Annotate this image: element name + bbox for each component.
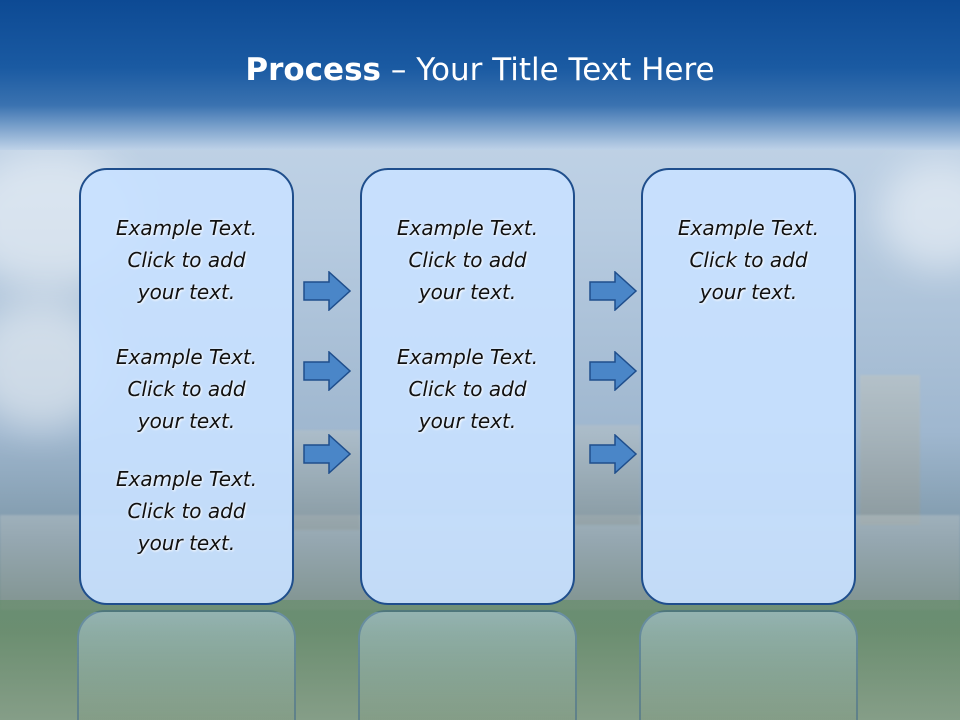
text-line: Click to add [408,377,527,401]
text-line: your text. [418,280,517,304]
text-line: Example Text. [115,467,258,491]
box-reflection [639,610,858,720]
text-line: your text. [137,531,236,555]
right-arrow-icon[interactable] [303,434,351,474]
text-line: your text. [137,280,236,304]
text-block[interactable]: Example Text. Click to add your text. [81,212,292,308]
text-line: Example Text. [396,345,539,369]
text-block[interactable]: Example Text. Click to add your text. [643,212,854,308]
text-line: Example Text. [677,216,820,240]
right-arrow-icon[interactable] [303,351,351,391]
process-box-3[interactable]: Example Text. Click to add your text. [641,168,856,605]
slide-title[interactable]: Process – Your Title Text Here [0,52,960,88]
process-box-2[interactable]: Example Text. Click to add your text. Ex… [360,168,575,605]
text-line: Click to add [127,499,246,523]
text-block[interactable]: Example Text. Click to add your text. [81,463,292,559]
process-box-1[interactable]: Example Text. Click to add your text. Ex… [79,168,294,605]
grass [0,600,960,720]
text-line: your text. [418,409,517,433]
text-line: Example Text. [396,216,539,240]
right-arrow-icon[interactable] [589,271,637,311]
text-block[interactable]: Example Text. Click to add your text. [362,212,573,308]
text-line: Click to add [408,248,527,272]
text-block[interactable]: Example Text. Click to add your text. [81,341,292,437]
box-reflection [358,610,577,720]
title-bold: Process [245,52,381,88]
text-line: Example Text. [115,345,258,369]
cloud [880,160,960,270]
box-reflection [77,610,296,720]
right-arrow-icon[interactable] [589,434,637,474]
ruin-tower [860,375,920,525]
text-line: your text. [137,409,236,433]
header-band [0,0,960,150]
text-block[interactable]: Example Text. Click to add your text. [362,341,573,437]
text-line: Click to add [127,248,246,272]
text-line: Click to add [127,377,246,401]
text-line: Example Text. [115,216,258,240]
text-line: Click to add [689,248,808,272]
text-line: your text. [699,280,798,304]
right-arrow-icon[interactable] [303,271,351,311]
right-arrow-icon[interactable] [589,351,637,391]
ruin-block [575,425,640,525]
title-rest: – Your Title Text Here [381,52,715,88]
